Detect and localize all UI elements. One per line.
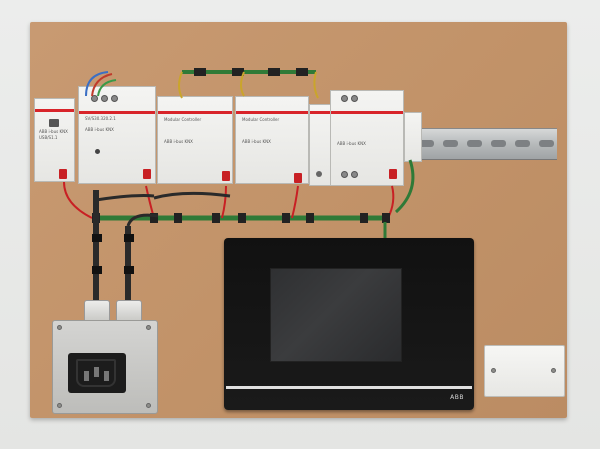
module-model: SV/S30.320.2.1 xyxy=(85,116,116,121)
module-label: ABB i-bus KNX xyxy=(242,139,271,144)
knx-actuator: ABB i-bus KNX xyxy=(330,90,404,186)
screw-icon xyxy=(57,403,62,408)
panel-logo: ABB xyxy=(450,394,464,401)
narrow-module xyxy=(309,104,331,186)
module-label: ABB i-bus KNX xyxy=(39,129,68,134)
knx-usb-interface: ABB i-bus KNX USB/S1.1 xyxy=(34,98,75,182)
knx-power-supply: ABB i-bus KNX SV/S30.320.2.1 xyxy=(78,86,156,184)
module-model: USB/S1.1 xyxy=(39,135,58,140)
cable-gland-right xyxy=(116,300,142,322)
screw-icon xyxy=(146,403,151,408)
screw-icon xyxy=(146,325,151,330)
module-model: Modular Controller xyxy=(242,117,280,122)
module-label: ABB i-bus KNX xyxy=(337,141,366,146)
module-label: ABB i-bus KNX xyxy=(164,139,193,144)
rail-end-module xyxy=(404,112,422,162)
touch-panel[interactable]: ABB xyxy=(224,238,474,410)
module-label: ABB i-bus KNX xyxy=(85,127,114,132)
junction-box xyxy=(52,320,158,414)
module-model: Modular Controller xyxy=(164,117,202,122)
panel-display[interactable] xyxy=(270,268,402,362)
modular-controller-1: Modular Controller ABB i-bus KNX xyxy=(157,96,233,184)
power-socket-icon[interactable] xyxy=(68,353,126,393)
screw-icon xyxy=(551,368,556,373)
cable-gland-left xyxy=(84,300,110,322)
panel-accent-strip xyxy=(226,386,472,389)
blank-cover-plate xyxy=(484,345,565,397)
screw-icon xyxy=(57,325,62,330)
modular-controller-2: Modular Controller ABB i-bus KNX xyxy=(235,96,309,184)
screw-icon xyxy=(491,368,496,373)
